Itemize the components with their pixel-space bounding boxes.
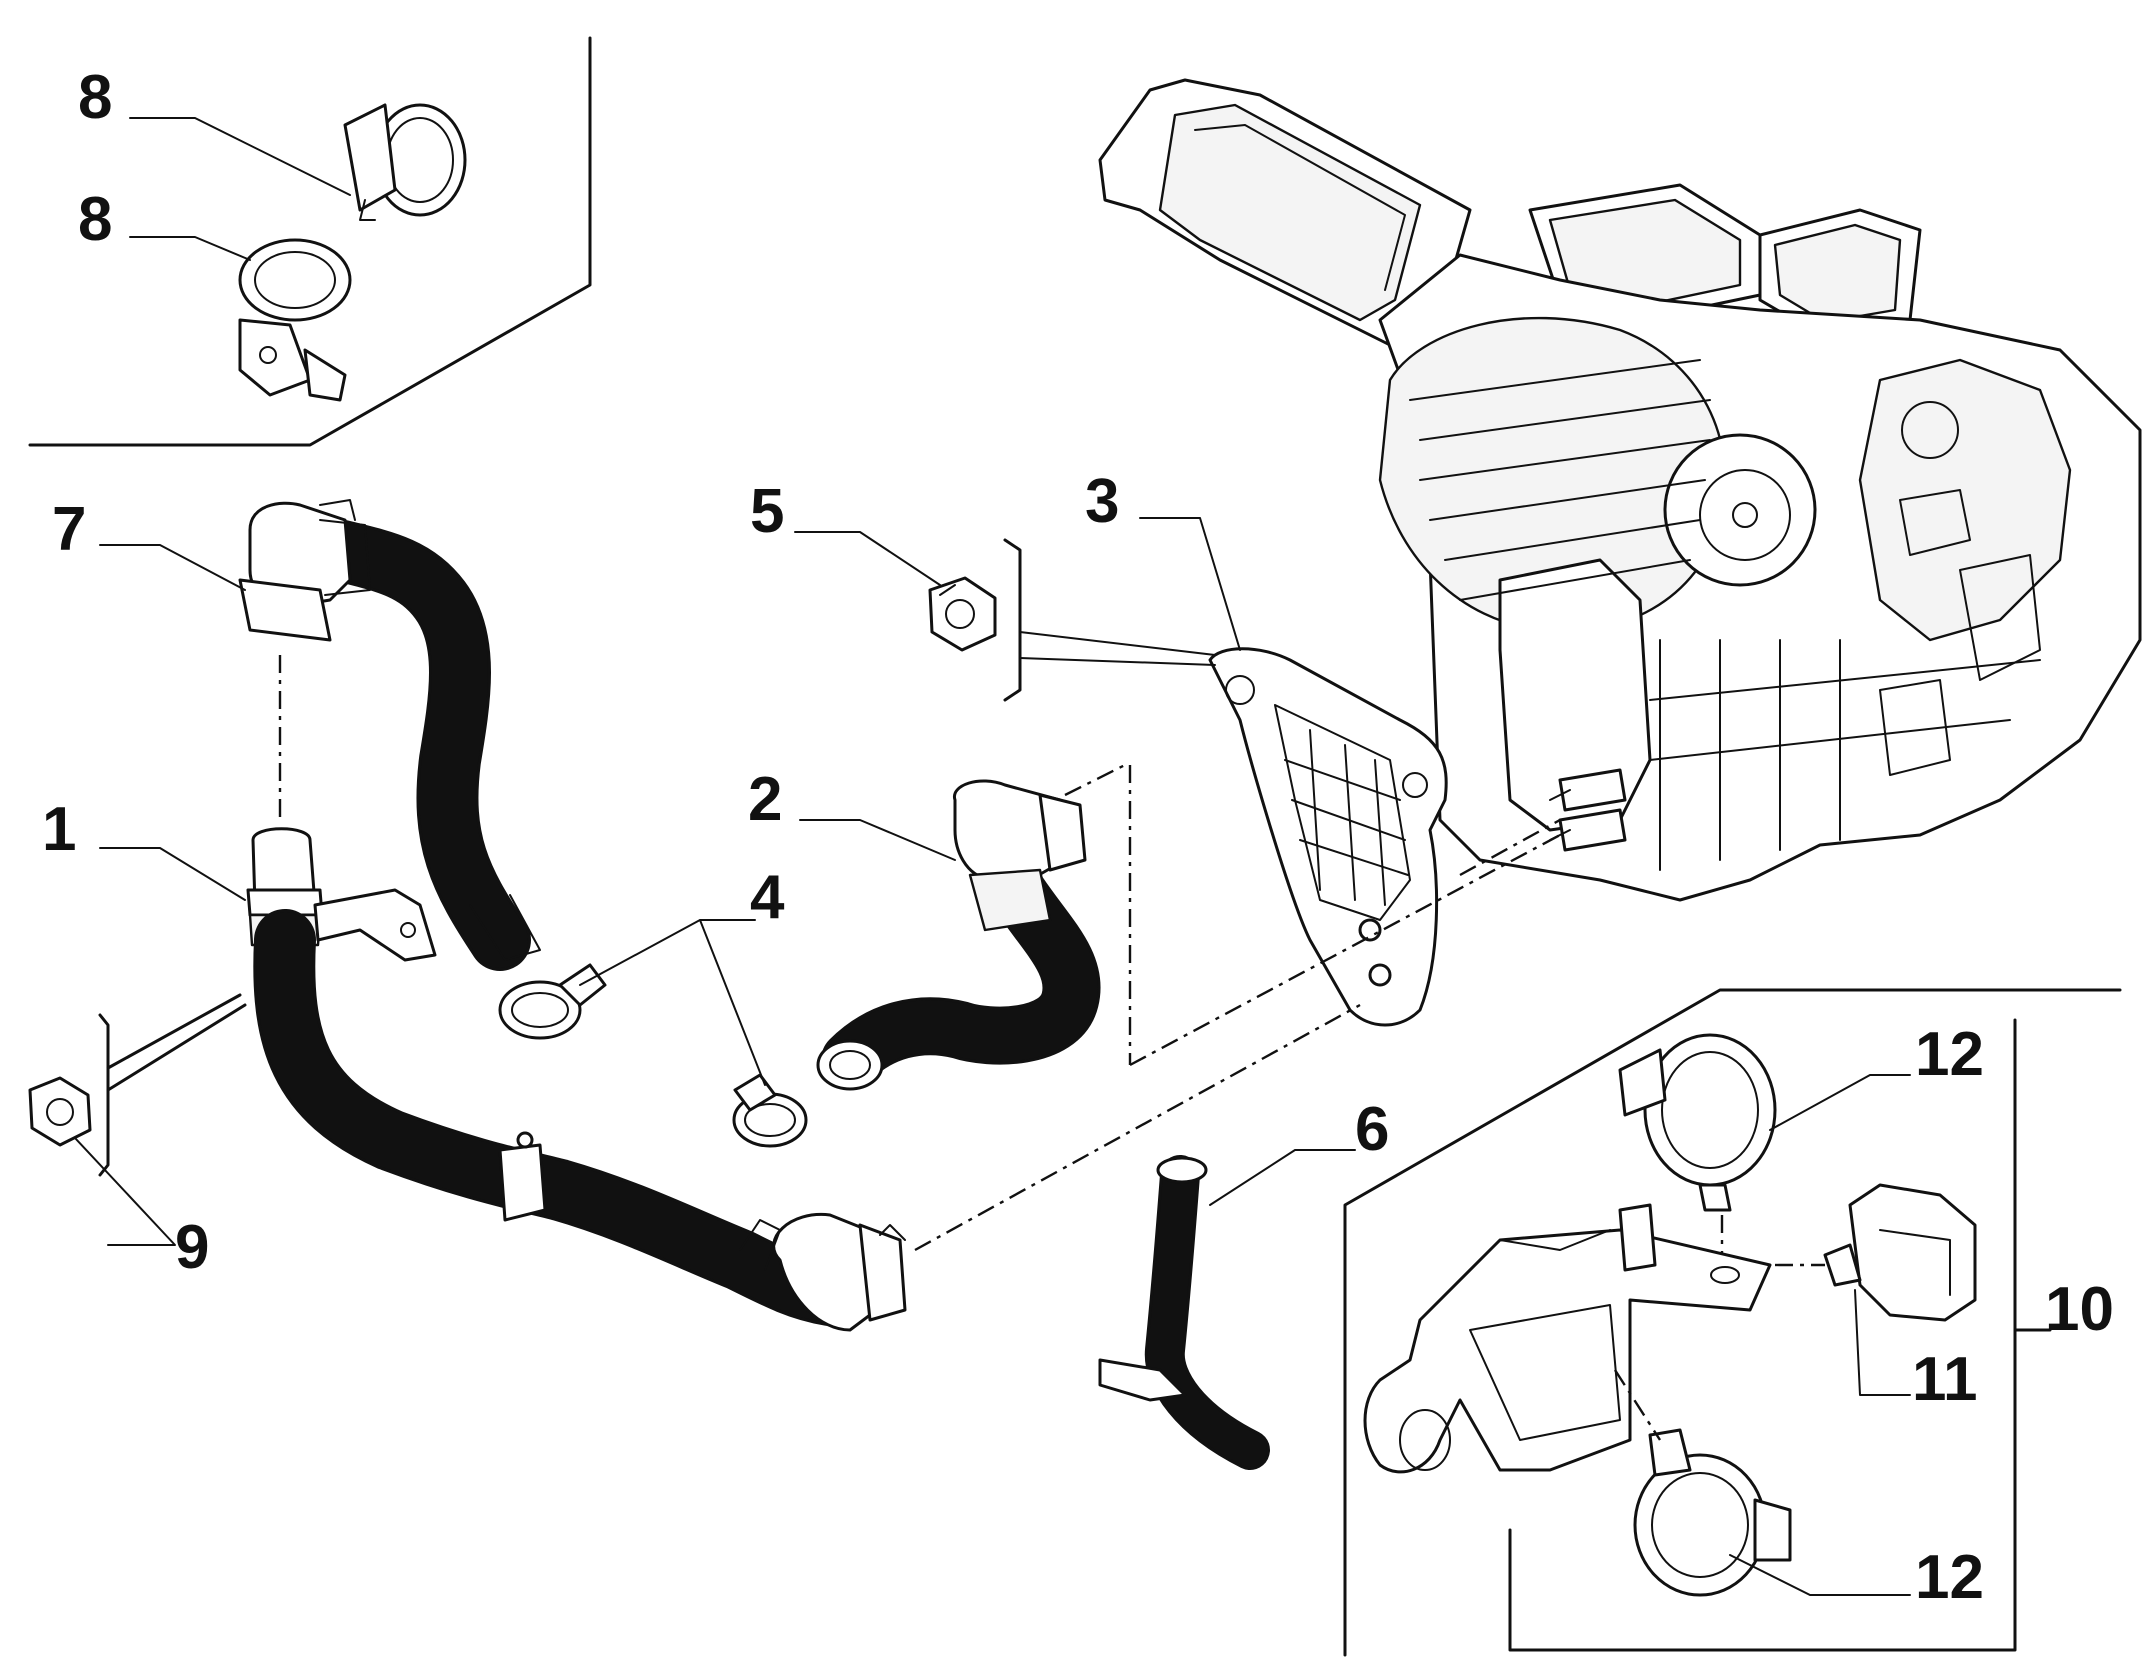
callout-8-upper: 8 (78, 63, 112, 132)
clamp-part-8-lower (238, 238, 352, 402)
bracket-part-10 (1363, 1203, 1772, 1474)
clip-part-12-lower (1633, 1428, 1792, 1597)
callout-4: 4 (750, 863, 785, 932)
callout-12-lower: 12 (1915, 1543, 1984, 1612)
gasket-part-3 (1208, 647, 1448, 1027)
clamp-part-4-upper (498, 963, 607, 1040)
leader-lines (74, 117, 1911, 1596)
clamp-part-8-upper (343, 103, 467, 221)
bracket-5 (1003, 538, 1022, 702)
callout-10: 10 (2045, 1275, 2114, 1344)
hose-part-2 (816, 779, 1101, 1091)
callout-labels: 8 8 7 5 3 1 2 4 6 9 12 10 11 12 (42, 63, 2114, 1612)
callout-2: 2 (748, 765, 782, 834)
bracket-9 (98, 993, 247, 1177)
hose-part-7 (238, 499, 541, 971)
callout-6: 6 (1355, 1095, 1389, 1164)
callout-1: 1 (42, 795, 76, 864)
callout-9: 9 (175, 1213, 209, 1282)
bracket-10-brace (1508, 1018, 2052, 1652)
callout-12-upper: 12 (1915, 1020, 1984, 1089)
hose-part-1 (246, 827, 907, 1332)
callout-5: 5 (750, 477, 784, 546)
callout-3: 3 (1085, 467, 1119, 536)
inset-frame-clamps-8 (28, 36, 592, 447)
inset-frame-bracket-10 (1343, 988, 2122, 1657)
nut-part-9 (28, 1076, 92, 1147)
nut-part-5 (928, 576, 997, 652)
heater-unit-housing (1098, 78, 2142, 902)
clip-part-11 (1823, 1183, 1977, 1322)
callout-7: 7 (52, 495, 86, 564)
callout-11: 11 (1912, 1345, 1978, 1414)
assembly-centerlines (278, 655, 1561, 1252)
assembly-centerlines-10 (1613, 1215, 1825, 1441)
pipe-part-6 (1098, 1155, 1270, 1470)
clip-part-12-upper (1618, 1033, 1777, 1212)
callout-8-lower: 8 (78, 185, 112, 254)
clamp-part-4-lower (732, 1073, 808, 1148)
